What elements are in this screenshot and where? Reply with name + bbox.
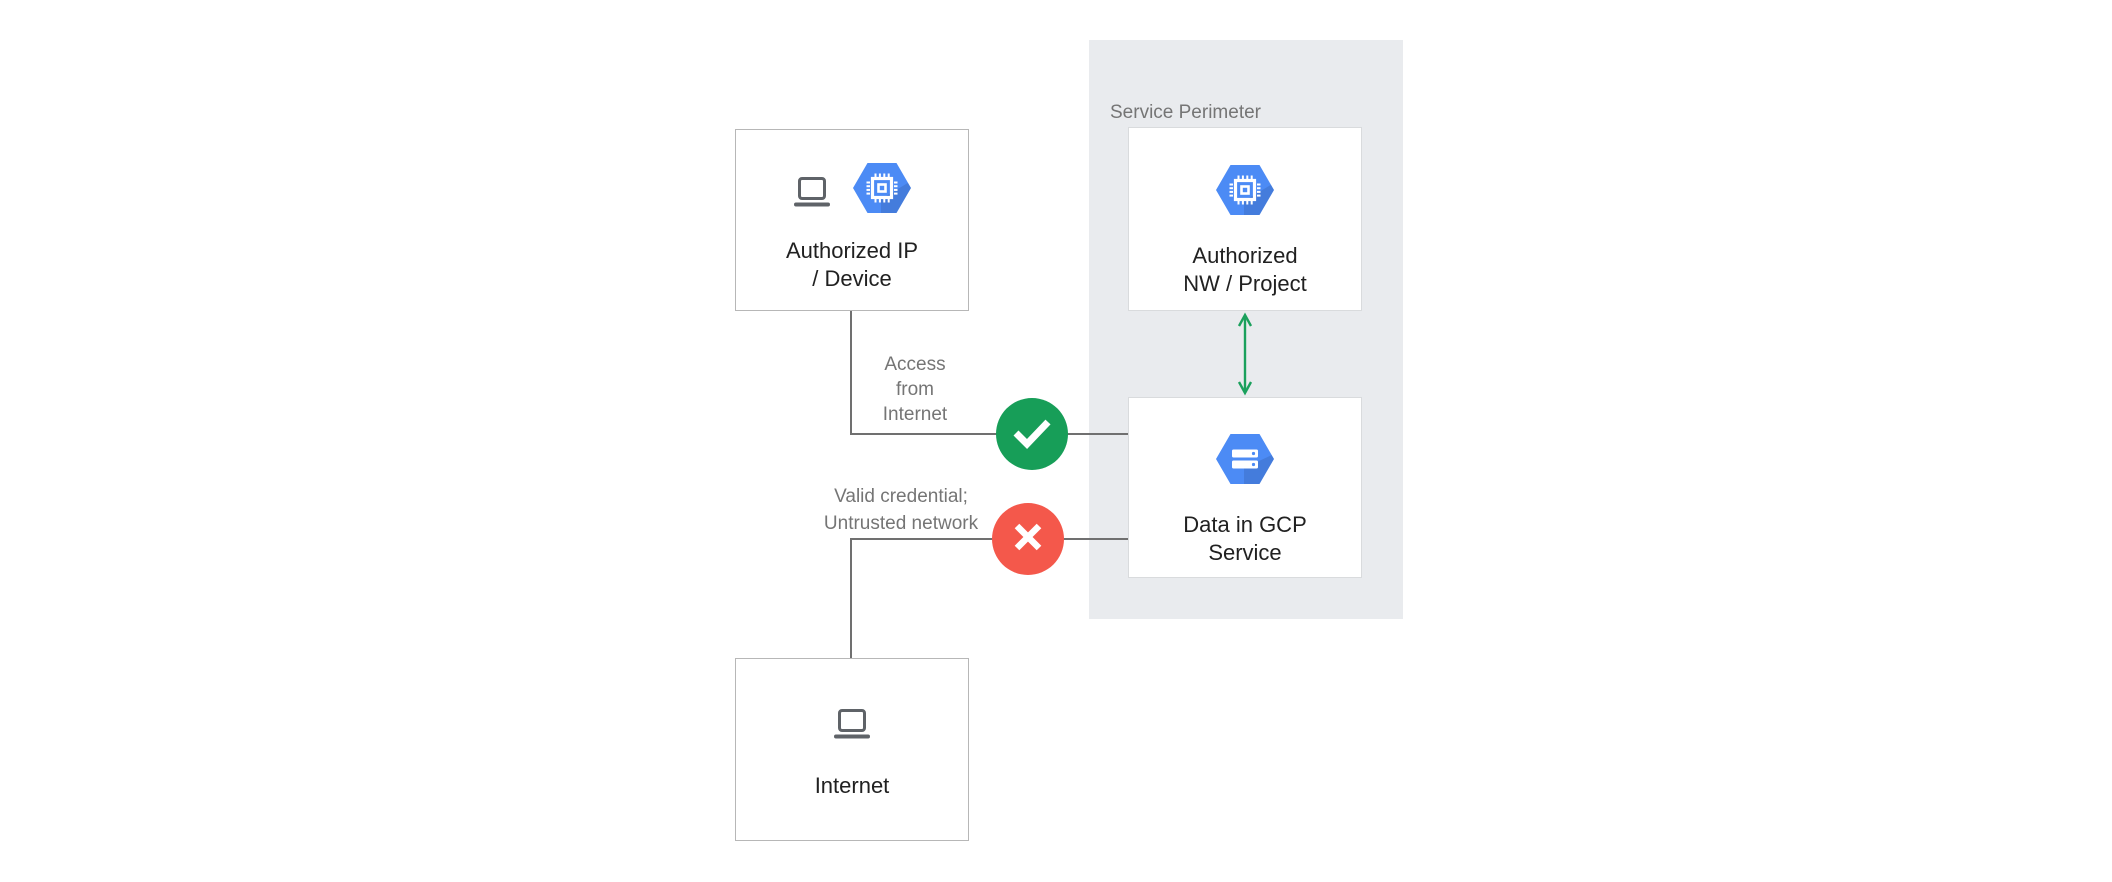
node-authorized-nw-project: Authorized NW / Project [1128, 127, 1362, 311]
node-label-internet: Internet [814, 773, 890, 798]
laptop-icon [793, 176, 831, 212]
connector-internet-vertical [850, 538, 852, 658]
node-data-in-gcp-service: Data in GCP Service [1128, 397, 1362, 578]
node-icon-row [793, 162, 911, 218]
node-label-data-in-gcp-service: Data in GCP Service [1183, 512, 1307, 565]
node-internet: Internet [735, 658, 969, 841]
check-icon [996, 396, 1068, 473]
laptop-icon [833, 709, 871, 744]
connector-access-horizontal [850, 433, 1128, 435]
edge-label-valid-credential-untrusted-network: Valid credential; Untrusted network [823, 486, 979, 534]
gcp-storage-hexagon-icon [1216, 434, 1274, 489]
node-label-authorized-nw-project: Authorized NW / Project [1183, 243, 1307, 296]
badge-allowed [996, 398, 1068, 470]
service-perimeter-label: Service Perimeter [1110, 102, 1261, 123]
badge-blocked [992, 503, 1064, 575]
gcp-compute-hexagon-icon [853, 162, 911, 218]
gcp-compute-hexagon-icon [1216, 165, 1274, 220]
double-arrow-icon [1237, 311, 1253, 402]
node-authorized-ip-device: Authorized IP / Device [735, 129, 969, 311]
x-icon [992, 501, 1064, 578]
edge-label-access-from-internet: Access from Internet [882, 354, 948, 425]
connector-untrusted-horizontal [850, 538, 1128, 540]
node-label-authorized-ip-device: Authorized IP / Device [785, 238, 919, 291]
connector-authorized-ip-vertical [850, 311, 852, 435]
